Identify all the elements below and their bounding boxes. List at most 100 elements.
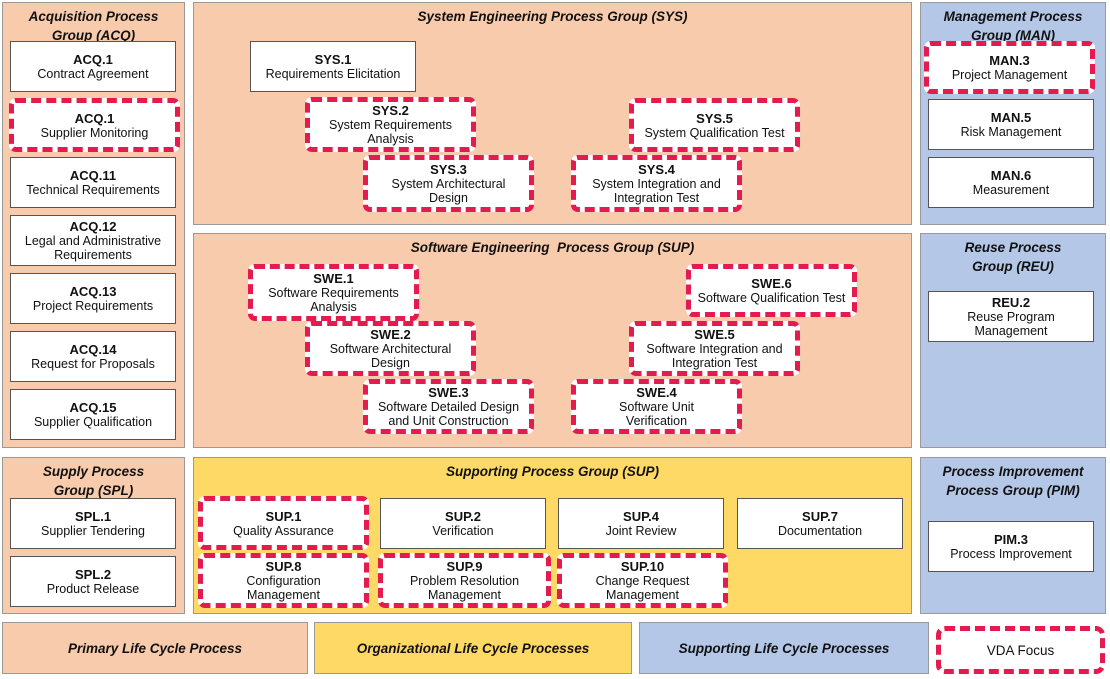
process-id: SUP.10 <box>620 559 665 574</box>
process-swe-6: SWE.6 Software Qualification Test <box>686 264 857 317</box>
process-name: Project Requirements <box>32 299 154 313</box>
process-name: Software Architectural Design <box>329 342 452 370</box>
legend-primary-life-cycle: Primary Life Cycle Process <box>2 622 308 674</box>
process-id: MAN.6 <box>990 168 1032 183</box>
process-name: Project Management <box>951 68 1068 82</box>
process-acq-15: ACQ.15 Supplier Qualification <box>10 389 176 440</box>
group-title: Supply Process Group (SPL) <box>42 464 145 498</box>
process-name: Quality Assurance <box>233 523 334 538</box>
process-name: System Integration and Integration Test <box>592 177 721 205</box>
process-sup-7: SUP.7 Documentation <box>737 498 903 549</box>
process-name: Product Release <box>46 582 140 596</box>
process-name: Technical Requirements <box>26 183 160 197</box>
process-id: ACQ.13 <box>69 284 117 299</box>
process-id: SWE.3 <box>428 385 469 400</box>
process-name: Software Detailed Design and Unit Constr… <box>377 400 520 428</box>
process-name: Software Unit Verification <box>618 400 695 428</box>
process-swe-3: SWE.3 Software Detailed Design and Unit … <box>363 379 534 434</box>
process-name: Contract Agreement <box>37 67 149 81</box>
process-name: Legal and Administrative Requirements <box>24 234 162 262</box>
process-id: SYS.1 <box>314 52 352 67</box>
process-id: SWE.4 <box>636 385 677 400</box>
legend-organizational-life-cycle: Organizational Life Cycle Processes <box>314 622 632 674</box>
process-id: SWE.2 <box>370 327 411 342</box>
process-sys-2: SYS.2 System Requirements Analysis <box>305 97 476 152</box>
process-id: SUP.8 <box>265 559 302 574</box>
process-swe-4: SWE.4 Software Unit Verification <box>571 379 742 434</box>
system-engineering-process-group: System Engineering Process Group (SYS) <box>193 2 912 225</box>
process-name: Change Request Management <box>595 574 690 602</box>
process-acq-1-contract-agreement: ACQ.1 Contract Agreement <box>10 41 176 92</box>
legend-supporting-life-cycle: Supporting Life Cycle Processes <box>639 622 929 674</box>
process-name: Requirements Elicitation <box>265 67 401 81</box>
process-sys-1: SYS.1 Requirements Elicitation <box>250 41 416 92</box>
process-id: PIM.3 <box>994 532 1028 547</box>
process-acq-1-supplier-monitoring: ACQ.1 Supplier Monitoring <box>9 98 180 152</box>
process-man-5: MAN.5 Risk Management <box>928 99 1094 150</box>
process-id: SWE.6 <box>751 276 792 291</box>
process-name: Measurement <box>972 183 1050 197</box>
group-title: Supporting Process Group (SUP) <box>445 464 659 479</box>
process-name: System Qualification Test <box>644 125 785 140</box>
process-id: SYS.4 <box>638 162 675 177</box>
process-name: Configuration Management <box>246 574 321 602</box>
process-reu-2: REU.2 Reuse Program Management <box>928 291 1094 342</box>
process-man-3: MAN.3 Project Management <box>924 41 1095 94</box>
process-id: SYS.3 <box>430 162 467 177</box>
process-name: Joint Review <box>605 524 677 538</box>
process-sup-4: SUP.4 Joint Review <box>558 498 724 549</box>
process-name: System Architectural Design <box>391 177 506 205</box>
process-name: Documentation <box>777 524 863 538</box>
process-acq-13: ACQ.13 Project Requirements <box>10 273 176 324</box>
process-name: Reuse Program Management <box>967 310 1055 338</box>
process-sys-5: SYS.5 System Qualification Test <box>629 98 800 152</box>
process-name: Process Improvement <box>950 547 1072 561</box>
process-spl-1: SPL.1 Supplier Tendering <box>10 498 176 549</box>
process-sup-10: SUP.10 Change Request Management <box>557 553 728 608</box>
process-swe-2: SWE.2 Software Architectural Design <box>305 321 476 376</box>
process-name: Request for Proposals <box>31 357 155 371</box>
process-id: MAN.3 <box>989 53 1030 68</box>
process-id: SUP.4 <box>623 509 659 524</box>
process-spl-2: SPL.2 Product Release <box>10 556 176 607</box>
process-id: SPL.2 <box>74 567 112 582</box>
group-title: Management Process Group (MAN) <box>943 9 1083 43</box>
process-id: SUP.2 <box>445 509 481 524</box>
process-id: SWE.1 <box>313 271 354 286</box>
process-sys-4: SYS.4 System Integration and Integration… <box>571 155 742 212</box>
process-name: Verification <box>432 524 494 538</box>
process-swe-5: SWE.5 Software Integration and Integrati… <box>629 321 800 376</box>
process-sup-9: SUP.9 Problem Resolution Management <box>378 553 551 608</box>
process-sys-3: SYS.3 System Architectural Design <box>363 155 534 212</box>
process-name: Software Qualification Test <box>697 291 846 305</box>
process-name: Software Requirements Analysis <box>268 286 399 314</box>
process-acq-12: ACQ.12 Legal and Administrative Requirem… <box>10 215 176 266</box>
process-name: Software Integration and Integration Tes… <box>646 342 783 370</box>
process-swe-1: SWE.1 Software Requirements Analysis <box>248 264 419 321</box>
process-name: Supplier Monitoring <box>40 125 149 140</box>
group-title: Reuse Process Group (REU) <box>964 240 1062 274</box>
process-acq-11: ACQ.11 Technical Requirements <box>10 157 176 208</box>
legend-vda-focus: VDA Focus <box>936 626 1105 674</box>
group-title: Process Improvement Process Group (PIM) <box>942 464 1084 498</box>
process-man-6: MAN.6 Measurement <box>928 157 1094 208</box>
group-title: Acquisition Process Group (ACQ) <box>28 9 159 43</box>
process-id: ACQ.11 <box>69 168 117 183</box>
process-name: Supplier Qualification <box>33 415 153 429</box>
process-id: SWE.5 <box>694 327 735 342</box>
process-id: ACQ.15 <box>69 400 117 415</box>
group-title: System Engineering Process Group (SYS) <box>417 9 688 24</box>
process-id: MAN.5 <box>990 110 1032 125</box>
process-name: Problem Resolution Management <box>409 574 520 602</box>
process-name: Risk Management <box>960 125 1062 139</box>
process-id: SYS.5 <box>696 110 733 126</box>
process-name: Supplier Tendering <box>40 524 145 538</box>
process-id: ACQ.12 <box>69 219 117 234</box>
process-sup-8: SUP.8 Configuration Management <box>198 553 369 608</box>
process-id: SYS.2 <box>372 103 409 118</box>
process-id: ACQ.1 <box>74 110 115 126</box>
process-id: ACQ.14 <box>69 342 117 357</box>
process-id: SPL.1 <box>74 509 112 524</box>
process-pim-3: PIM.3 Process Improvement <box>928 521 1094 572</box>
process-id: SUP.9 <box>446 559 483 574</box>
